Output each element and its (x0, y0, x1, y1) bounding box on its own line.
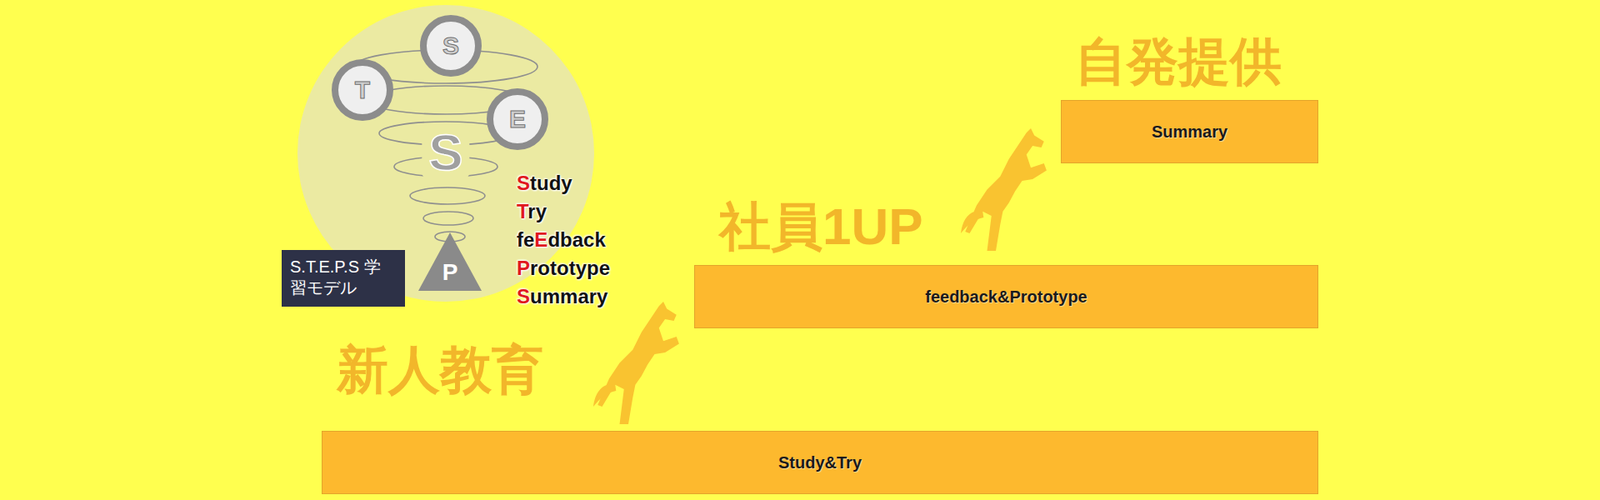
stage-bar: feedback&Prototype (694, 265, 1319, 329)
letter: y (560, 171, 572, 195)
triangle-fill (418, 232, 482, 291)
letter: t (569, 256, 576, 280)
horse-body (965, 128, 1047, 251)
step-letter: E (509, 106, 526, 132)
letter: c (583, 228, 595, 251)
letter: y (535, 200, 547, 223)
stage-bar: Study&Try (321, 430, 1319, 495)
horse-tail (960, 210, 984, 234)
letter: e (523, 228, 535, 251)
letter: E (534, 228, 548, 251)
letter: p (586, 256, 600, 280)
letter: r (589, 285, 597, 308)
bar-label: Summary (1151, 122, 1228, 142)
step-letter: S (442, 33, 460, 59)
spiral-turn (423, 211, 474, 225)
bar-label: feedback&Prototype (925, 287, 1088, 307)
letter: y (596, 285, 608, 308)
step-circle: T (331, 59, 394, 121)
step-circle: E (486, 88, 549, 150)
step-letter: P (442, 260, 459, 291)
horse-body (597, 301, 680, 425)
model-name-box: S.T.E.P.S 学習モデル (281, 250, 405, 307)
letter: S (516, 171, 530, 195)
horse-icon (593, 301, 680, 425)
step-word: feEdback (516, 228, 606, 253)
letter: T (516, 200, 528, 223)
letter: o (537, 256, 550, 280)
letter: k (594, 228, 605, 251)
letter: t (550, 256, 557, 280)
letter: m (542, 285, 560, 308)
letter: S (516, 285, 530, 308)
step-word: Study (516, 171, 573, 196)
letter: o (556, 256, 570, 280)
letter: a (577, 285, 589, 308)
horse-tail (593, 384, 616, 407)
step-circle: S (420, 15, 482, 77)
letter: y (575, 256, 587, 280)
letter: d (547, 228, 560, 251)
letter: u (530, 285, 543, 308)
stage-title: 新人教育 (336, 341, 544, 399)
step-word: Summary (516, 285, 608, 310)
bar-label: Study&Try (778, 453, 862, 473)
model-name: S.T.E.P.S 学習モデル (290, 256, 397, 299)
letter: d (549, 171, 562, 195)
step-word: Prototype (516, 256, 610, 281)
letter: b (560, 228, 573, 251)
letter: r (527, 200, 535, 223)
stage-title: 自発提供 (1075, 33, 1282, 90)
step-letter: S (421, 125, 470, 180)
letter: u (536, 171, 550, 195)
step-word: Try (516, 200, 547, 225)
letter: a (572, 228, 584, 251)
stage-title: 社員1UP (719, 198, 924, 255)
letter: r (530, 256, 538, 280)
letter: m (560, 285, 578, 308)
letter: f (516, 228, 524, 251)
step-triangle: P (418, 232, 482, 291)
spiral-turn (410, 187, 485, 205)
horse-icon (960, 128, 1047, 251)
letter: e (599, 256, 610, 280)
letter: t (530, 171, 537, 195)
letter: P (516, 256, 530, 280)
stage-bar: Summary (1060, 100, 1319, 164)
step-letter: T (355, 77, 370, 103)
